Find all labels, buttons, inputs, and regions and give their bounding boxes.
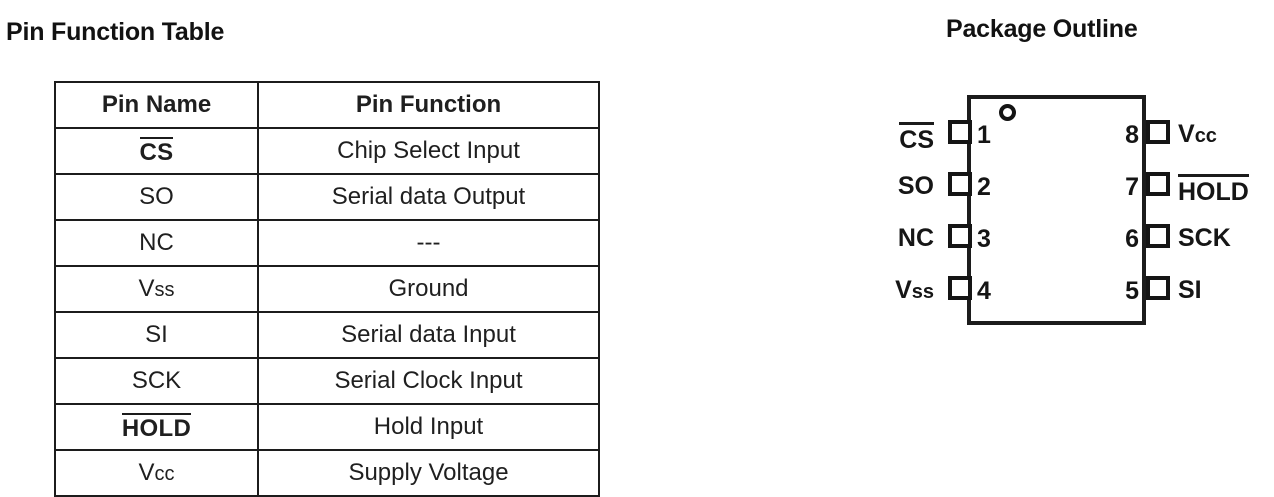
pin-number-3: 3 <box>977 225 991 253</box>
package-outline-diagram: 1 2 3 4 8 7 6 5 CS SO NC Vss Vcc HOLD SC… <box>860 80 1274 360</box>
cell-pin-name: Vcc <box>54 449 259 497</box>
pin-number-4: 4 <box>977 277 991 305</box>
table-row: NC--- <box>54 219 600 267</box>
cell-pin-function: Ground <box>257 265 600 313</box>
pin-label-hold: HOLD <box>1178 174 1249 205</box>
cell-pin-function: Chip Select Input <box>257 127 600 175</box>
column-header-pin-name: Pin Name <box>54 81 259 129</box>
column-header-pin-function: Pin Function <box>257 81 600 129</box>
page-title-package-outline: Package Outline <box>946 15 1138 43</box>
pin-label-vss: Vss <box>895 276 934 304</box>
cell-pin-name: Vss <box>54 265 259 313</box>
pin-label-so: SO <box>897 172 934 200</box>
pin-label-nc: NC <box>897 224 934 252</box>
pin-pad-2 <box>948 172 972 196</box>
cell-pin-name: HOLD <box>54 403 259 451</box>
pin-pad-8 <box>1146 120 1170 144</box>
pin-pad-3 <box>948 224 972 248</box>
package-body-outline <box>967 95 1146 325</box>
pin-label-si: SI <box>1178 276 1202 304</box>
cell-pin-name: SI <box>54 311 259 359</box>
pin-pad-5 <box>1146 276 1170 300</box>
cell-pin-function: Supply Voltage <box>257 449 600 497</box>
table-header-row: Pin Name Pin Function <box>54 81 600 129</box>
pin-label-sck: SCK <box>1178 224 1231 252</box>
cell-pin-name: SO <box>54 173 259 221</box>
pin-pad-4 <box>948 276 972 300</box>
pin-label-cs: CS <box>899 122 934 153</box>
pin-number-7: 7 <box>1125 173 1139 201</box>
pin-pad-7 <box>1146 172 1170 196</box>
cell-pin-name: NC <box>54 219 259 267</box>
pin-pad-6 <box>1146 224 1170 248</box>
pin-number-1: 1 <box>977 121 991 149</box>
cell-pin-function: Hold Input <box>257 403 600 451</box>
cell-pin-function: Serial data Output <box>257 173 600 221</box>
pin-number-6: 6 <box>1125 225 1139 253</box>
cell-pin-name: CS <box>54 127 259 175</box>
pin-label-vcc: Vcc <box>1178 120 1217 148</box>
pin1-dot-marker-icon <box>999 104 1016 121</box>
cell-pin-function: --- <box>257 219 600 267</box>
cell-pin-function: Serial data Input <box>257 311 600 359</box>
page-title-pin-function-table: Pin Function Table <box>6 18 225 46</box>
pin-pad-1 <box>948 120 972 144</box>
cell-pin-name: SCK <box>54 357 259 405</box>
pin-number-8: 8 <box>1125 121 1139 149</box>
cell-pin-function: Serial Clock Input <box>257 357 600 405</box>
pin-number-5: 5 <box>1125 277 1139 305</box>
pin-number-2: 2 <box>977 173 991 201</box>
